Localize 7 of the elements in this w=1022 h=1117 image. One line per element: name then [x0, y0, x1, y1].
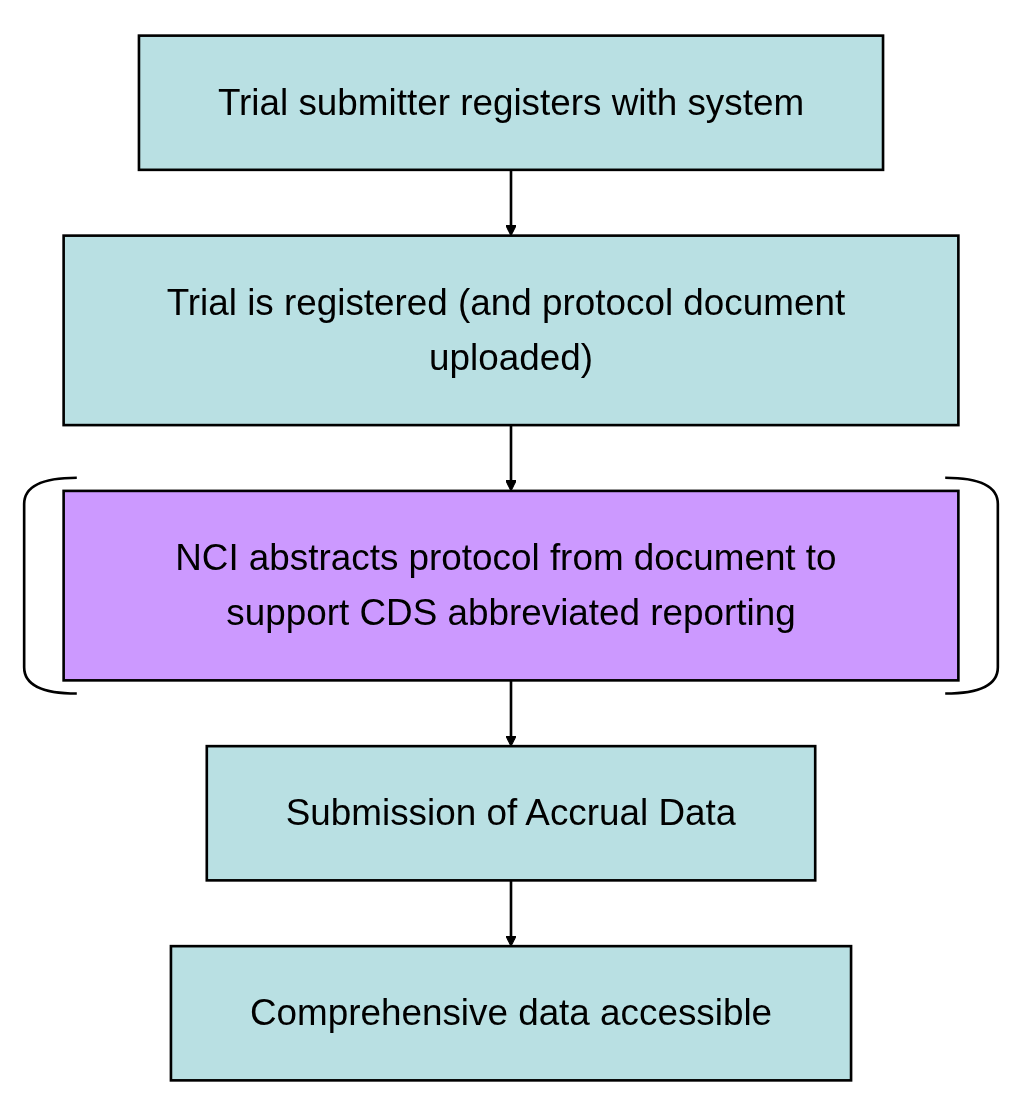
- node-box: Submission of Accrual Data: [205, 744, 817, 882]
- arrow: [505, 680, 517, 747]
- node-box: Comprehensive data accessible: [169, 944, 853, 1082]
- node-box: Trial is registered (and protocol document uploaded): [62, 234, 960, 427]
- node-box: NCI abstracts protocol from document to support CDS abbreviated reporting: [62, 489, 960, 682]
- arrow: [505, 880, 517, 947]
- node-box: Trial submitter registers with system: [137, 34, 885, 172]
